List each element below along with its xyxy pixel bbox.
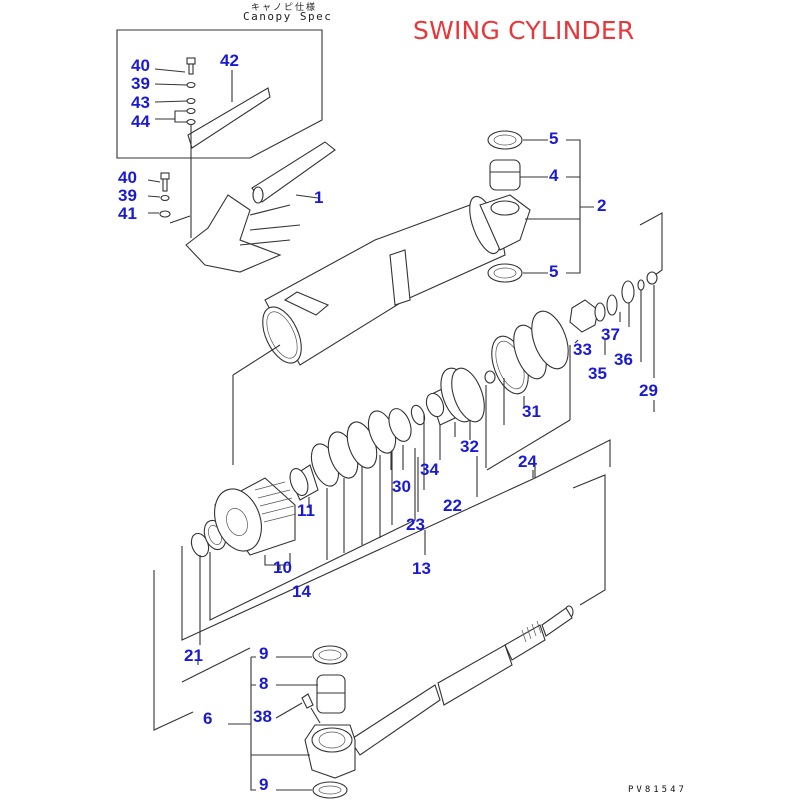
canopy-bolt-40 xyxy=(186,57,196,75)
callout-5[interactable]: 5 xyxy=(549,262,559,281)
seal-rings xyxy=(310,404,426,487)
callout-9[interactable]: 9 xyxy=(259,644,269,663)
callout-39[interactable]: 39 xyxy=(131,74,150,93)
canopy-spec-japanese-label: キャノピ仕様 xyxy=(251,3,318,13)
callout-33[interactable]: 33 xyxy=(573,340,592,359)
installed-cylinder xyxy=(185,141,336,273)
piston-rod xyxy=(349,605,574,756)
callout-14[interactable]: 14 xyxy=(292,582,311,601)
dust-seal-lower xyxy=(487,263,523,283)
callout-11[interactable]: 11 xyxy=(297,501,315,520)
callout-44[interactable]: 44 xyxy=(131,112,150,131)
callout-30[interactable]: 30 xyxy=(392,477,411,496)
callout-36[interactable]: 36 xyxy=(614,350,633,369)
canopy-washers xyxy=(186,81,196,126)
bushing-4 xyxy=(489,159,521,191)
callout-40[interactable]: 40 xyxy=(118,168,137,187)
callout-40[interactable]: 40 xyxy=(131,56,150,75)
callout-37[interactable]: 37 xyxy=(601,325,620,344)
callout-24[interactable]: 24 xyxy=(518,452,537,471)
callout-9[interactable]: 9 xyxy=(259,775,269,794)
callout-8[interactable]: 8 xyxy=(259,674,269,693)
callout-41[interactable]: 41 xyxy=(118,204,137,223)
callout-4[interactable]: 4 xyxy=(549,166,559,185)
callout-10[interactable]: 10 xyxy=(273,558,292,577)
callout-1[interactable]: 1 xyxy=(314,188,324,207)
callout-43[interactable]: 43 xyxy=(131,93,150,112)
callout-21[interactable]: 21 xyxy=(184,646,203,665)
piston-assembly xyxy=(425,271,658,426)
gland-assembly xyxy=(190,477,297,558)
bushing-8 xyxy=(316,674,346,714)
cylinder-tube xyxy=(262,194,531,366)
callout-29[interactable]: 29 xyxy=(639,381,658,400)
canopy-spec-label: Canopy Spec xyxy=(243,10,333,23)
dust-seal-9-upper xyxy=(312,645,348,665)
grease-fitting-38 xyxy=(301,693,314,709)
bushing-11 xyxy=(289,464,319,501)
callout-31[interactable]: 31 xyxy=(522,402,541,421)
callout-23[interactable]: 23 xyxy=(406,515,425,534)
callout-5[interactable]: 5 xyxy=(549,129,559,148)
diagram-title: SWING CYLINDER xyxy=(413,16,635,45)
callout-32[interactable]: 32 xyxy=(460,437,479,456)
callout-34[interactable]: 34 xyxy=(420,460,439,479)
callout-6[interactable]: 6 xyxy=(203,709,213,728)
canopy-spec-box xyxy=(116,29,323,159)
callout-2[interactable]: 2 xyxy=(597,196,607,215)
canopy-plate-42 xyxy=(187,87,271,149)
callout-22[interactable]: 22 xyxy=(443,496,462,515)
dust-seal-upper xyxy=(487,130,523,150)
callout-42[interactable]: 42 xyxy=(220,51,239,70)
piston-nut xyxy=(569,299,599,333)
dust-seal-9-lower xyxy=(312,781,348,799)
callout-13[interactable]: 13 xyxy=(412,559,431,578)
drawing-code: PV81547 xyxy=(628,785,687,795)
rod-eye xyxy=(304,724,356,779)
callout-38[interactable]: 38 xyxy=(253,707,272,726)
callout-35[interactable]: 35 xyxy=(588,364,607,383)
callout-39[interactable]: 39 xyxy=(118,186,137,205)
